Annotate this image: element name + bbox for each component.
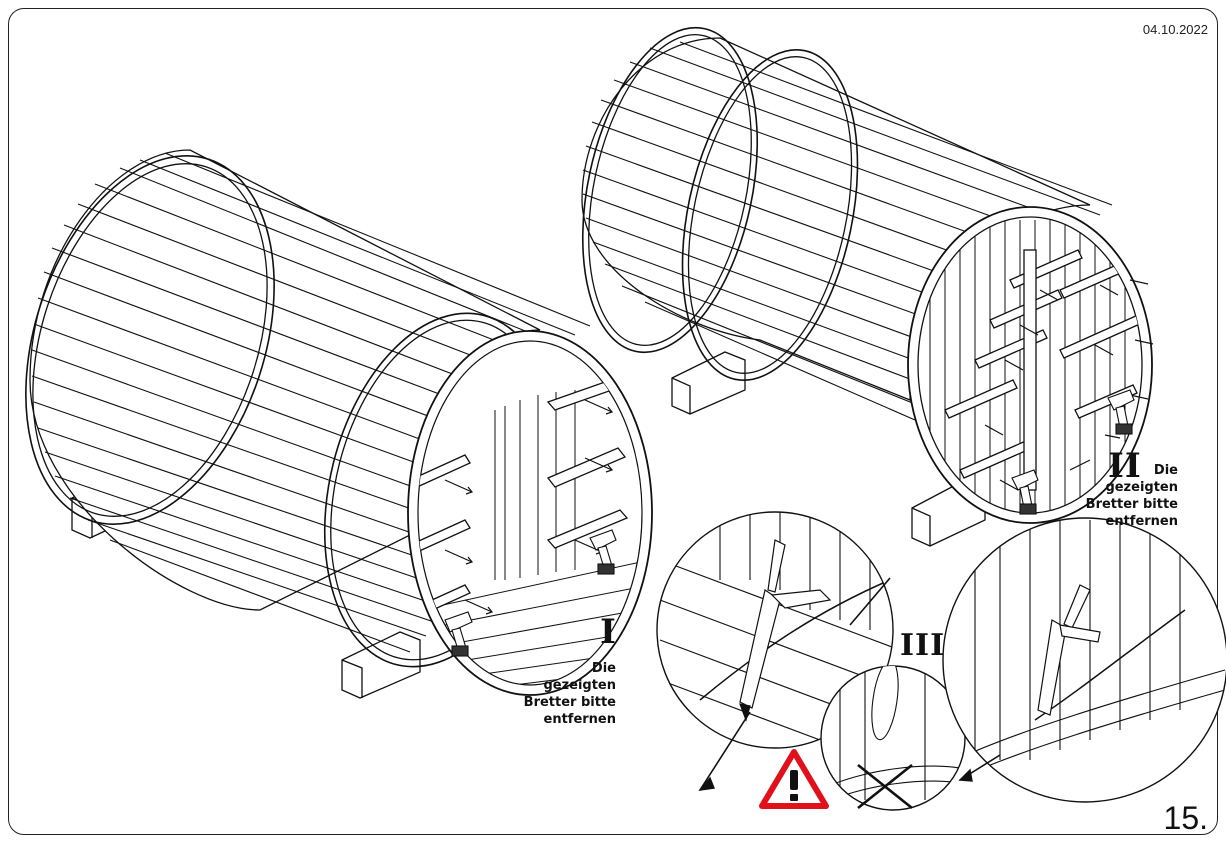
drill-icon bbox=[589, 529, 617, 575]
note-line: Bretter bitte bbox=[523, 695, 616, 710]
date-label: 04.10.2022 bbox=[1142, 22, 1208, 37]
note-line: entfernen bbox=[1105, 514, 1179, 529]
step-1-note: Die gezeigten Bretter bitte entfernen bbox=[524, 660, 616, 728]
step-1-numeral: I bbox=[600, 612, 617, 652]
step-3-numeral: III bbox=[900, 628, 946, 663]
warning-icon bbox=[759, 749, 829, 809]
note-line: gezeigten bbox=[1105, 480, 1178, 495]
step-2-note: Die gezeigten Bretter bitte entfernen bbox=[1086, 462, 1178, 530]
note-line: Die bbox=[591, 661, 616, 676]
note-line: Die bbox=[1153, 463, 1178, 478]
drill-icon bbox=[1107, 389, 1135, 435]
caulking-gun-icon bbox=[1037, 584, 1101, 716]
note-line: gezeigten bbox=[543, 678, 616, 693]
detail-circle-2 bbox=[820, 665, 966, 811]
detail-circle-3 bbox=[942, 517, 1226, 803]
cross-mark-icon bbox=[857, 763, 913, 810]
detail-circle-1 bbox=[656, 511, 894, 791]
note-line: entfernen bbox=[543, 712, 617, 727]
sauna-barrel-step-1 bbox=[25, 149, 653, 699]
drill-icon bbox=[444, 611, 473, 657]
step-2-numeral: II bbox=[1108, 446, 1142, 486]
drill-icon bbox=[1011, 469, 1039, 515]
page-frame bbox=[8, 8, 1218, 835]
sauna-barrel-step-2 bbox=[581, 26, 1154, 547]
note-line: Bretter bitte bbox=[1085, 497, 1178, 512]
caulking-gun-icon bbox=[739, 539, 832, 722]
page-number: 15. bbox=[1163, 800, 1208, 836]
